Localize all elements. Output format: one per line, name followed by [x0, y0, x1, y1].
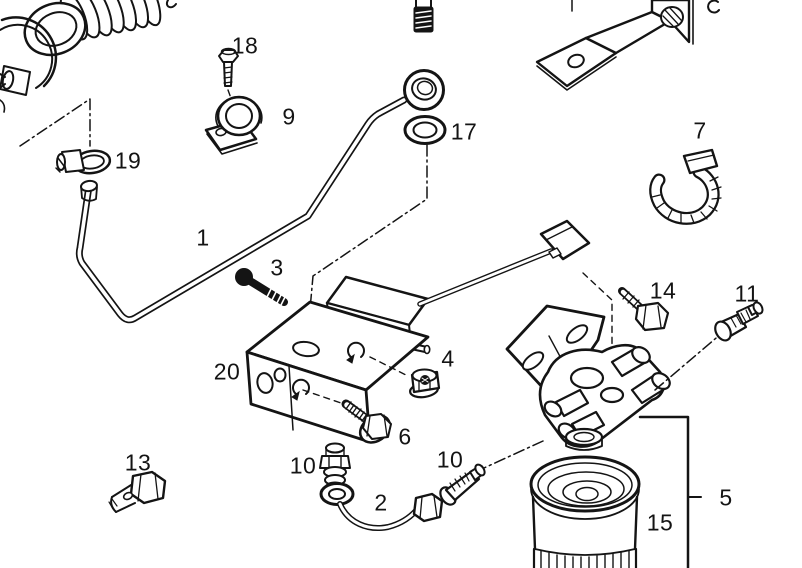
hose-clamp-large [0, 16, 58, 113]
barbed-fitting-11 [654, 301, 764, 391]
callout-10-left: 10 [289, 452, 317, 479]
callout-11: 11 [734, 280, 760, 307]
threaded-stud-top [413, 0, 434, 33]
fuel-hose-2 [319, 482, 444, 531]
callout-17: 17 [450, 118, 478, 145]
fuel-pipe-1 [75, 69, 445, 324]
sealing-washer-17 [403, 115, 447, 145]
stud-3 [235, 268, 288, 306]
corrugated-hose [23, 0, 162, 57]
block-top-port [292, 340, 320, 358]
callout-15: 15 [646, 509, 674, 536]
callout-19: 19 [114, 147, 142, 174]
cutoff-hook [166, 0, 177, 9]
small-hose-clamp-19 [55, 149, 112, 175]
callout-18: 18 [231, 32, 259, 59]
callout-5: 5 [719, 484, 733, 511]
bolt-18 [218, 47, 239, 102]
flange-nut-4 [369, 356, 441, 399]
callout-2: 2 [374, 489, 388, 516]
callout-9: 9 [282, 103, 296, 130]
mounting-strap-bracket [535, 0, 694, 91]
bolt-14 [582, 272, 670, 348]
callout-10-right: 10 [436, 446, 464, 473]
filter-head-bracket [505, 304, 671, 451]
barbed-fitting-10-right [439, 463, 486, 506]
cutoff-ring [707, 0, 720, 14]
solenoid-cable-connector [417, 219, 591, 307]
callout-13: 13 [124, 449, 152, 476]
p-clamp-9 [204, 95, 263, 155]
banjo-bolt-13 [108, 470, 167, 513]
leader-hose-clamp19 [19, 98, 91, 147]
hose-clip-7 [649, 148, 722, 225]
filter-cartridge-15 [483, 440, 641, 568]
flange-bolt-6 [302, 389, 392, 444]
valve-block-20 [245, 275, 431, 444]
callout-1: 1 [196, 224, 210, 251]
callout-6: 6 [398, 423, 412, 450]
callout-3: 3 [270, 254, 284, 281]
callout-7: 7 [693, 117, 707, 144]
callout-14: 14 [649, 277, 677, 304]
callout-4: 4 [441, 345, 455, 372]
callout-20: 20 [213, 358, 241, 385]
callout-5-bracket-line [638, 415, 702, 568]
